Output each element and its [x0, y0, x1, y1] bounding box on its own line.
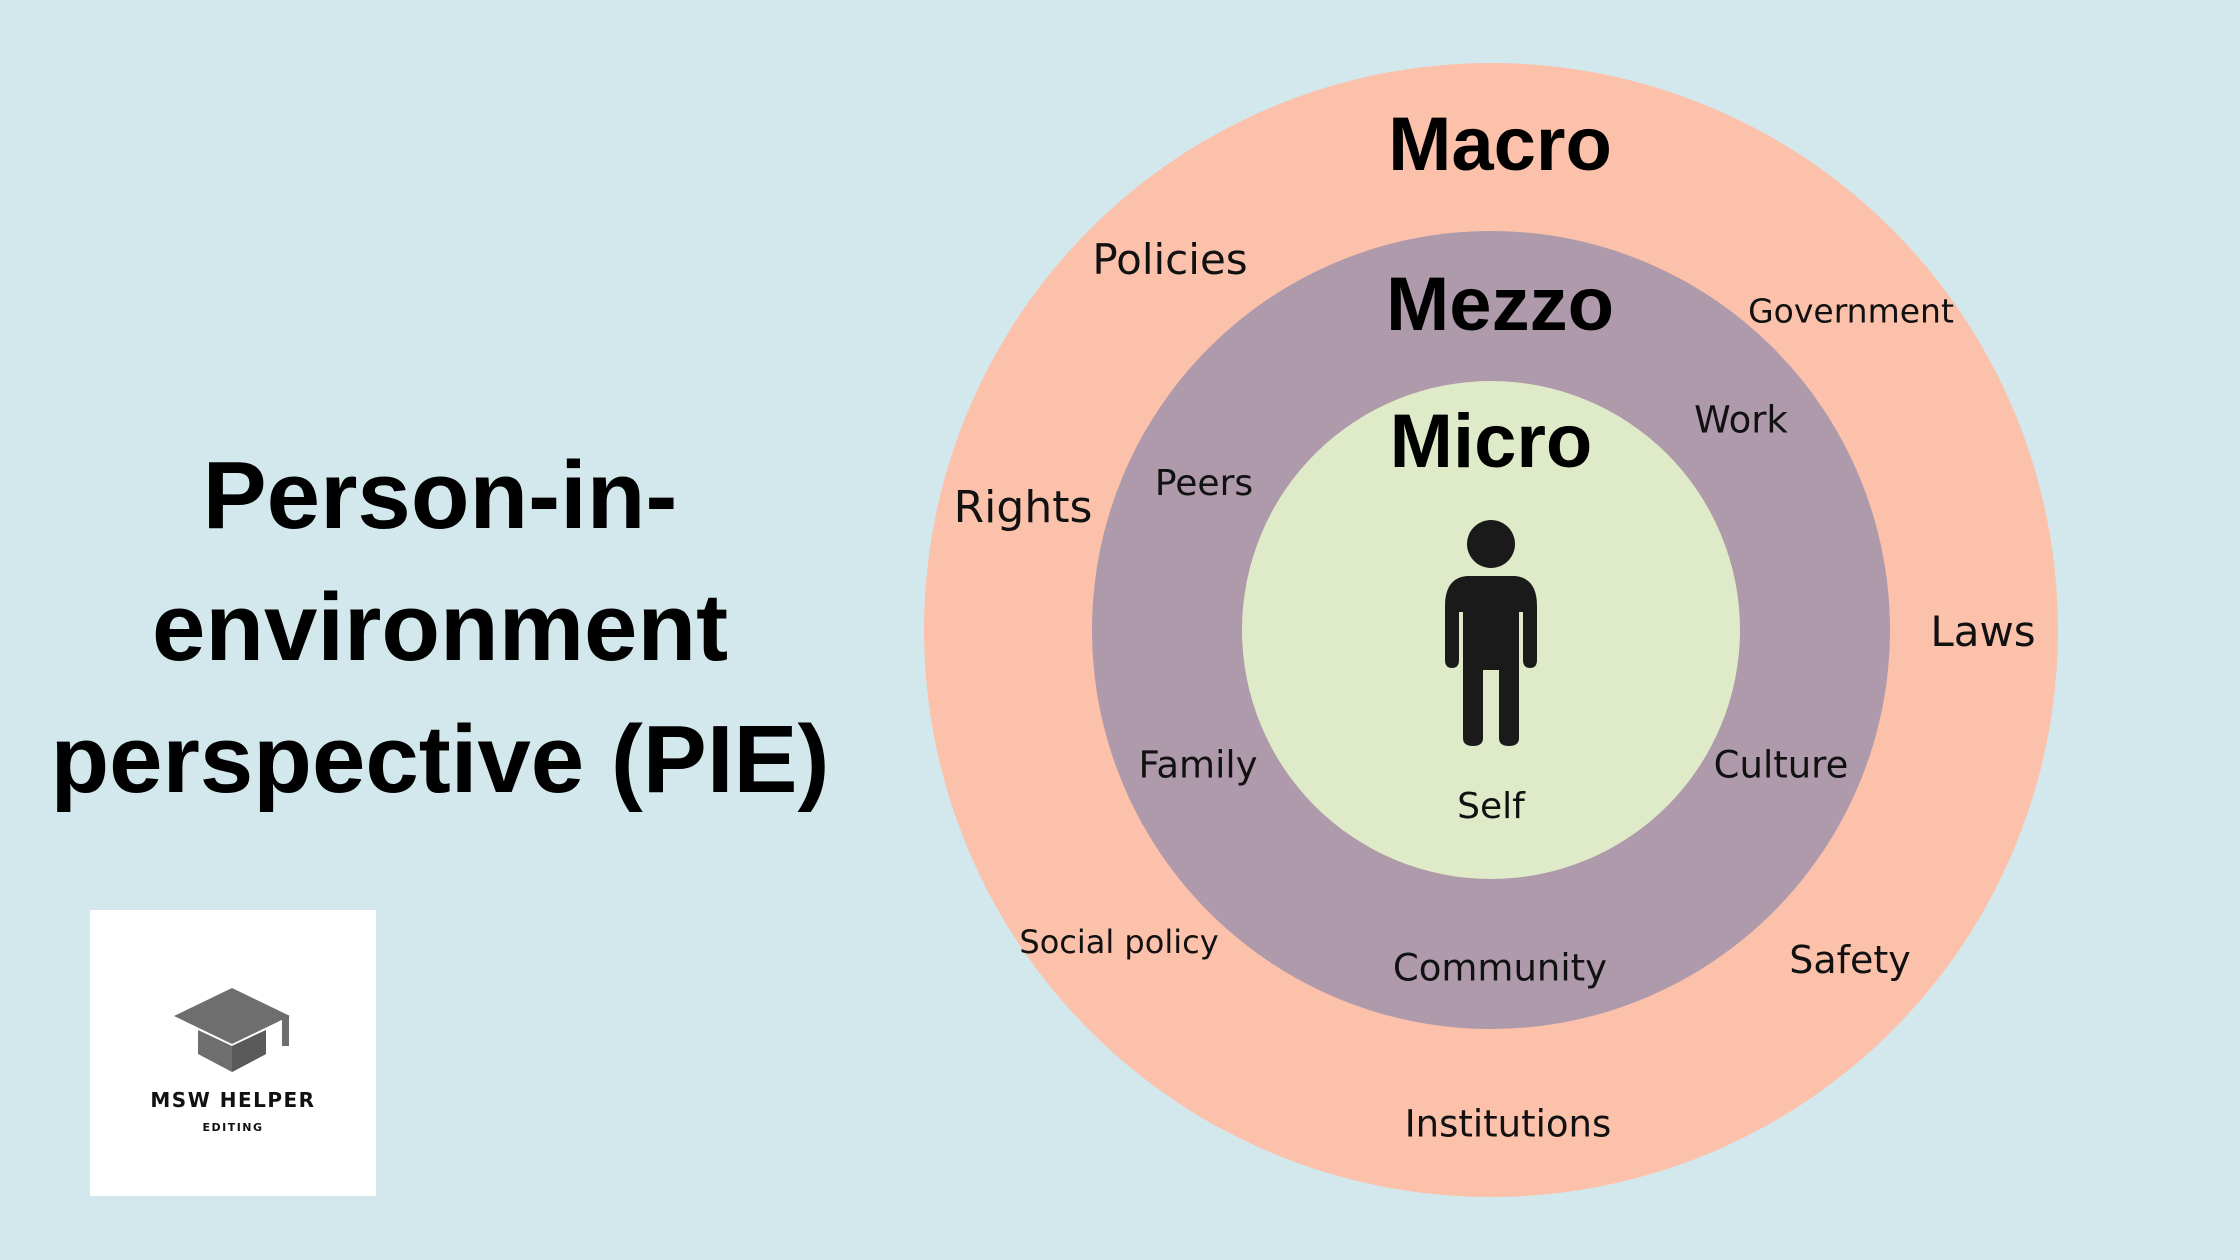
macro-item-government: Government [1748, 291, 1954, 331]
title-line: Person-in- [202, 442, 678, 549]
micro-heading: Micro [1389, 399, 1593, 484]
mezzo-item-peers: Peers [1154, 463, 1254, 504]
mezzo-heading: Mezzo [1386, 262, 1614, 347]
macro-item-rights: Rights [953, 482, 1093, 533]
macro-heading: Macro [1388, 102, 1612, 187]
macro-item-laws: Laws [1930, 607, 2036, 656]
logo-name: MSW HELPER [150, 1088, 316, 1112]
macro-item-institutions: Institutions [1404, 1102, 1612, 1146]
person-icon [1445, 520, 1537, 746]
logo: MSW HELPER EDITING [90, 910, 376, 1196]
mezzo-item-work: Work [1694, 398, 1788, 442]
mezzo-item-family: Family [1138, 743, 1258, 787]
mezzo-item-culture: Culture [1713, 743, 1849, 787]
macro-item-policies: Policies [1092, 235, 1248, 284]
graduation-cap-icon [174, 988, 290, 1072]
logo-subtitle: EDITING [202, 1121, 264, 1134]
title-line: environment [151, 574, 729, 681]
page-title: Person-in- environment perspective (PIE) [0, 430, 880, 826]
micro-item-self: Self [1457, 786, 1525, 827]
mezzo-item-community: Community [1392, 946, 1608, 990]
macro-item-social-policy: Social policy [1019, 923, 1219, 961]
macro-item-safety: Safety [1789, 938, 1911, 982]
title-line: perspective (PIE) [50, 706, 830, 813]
